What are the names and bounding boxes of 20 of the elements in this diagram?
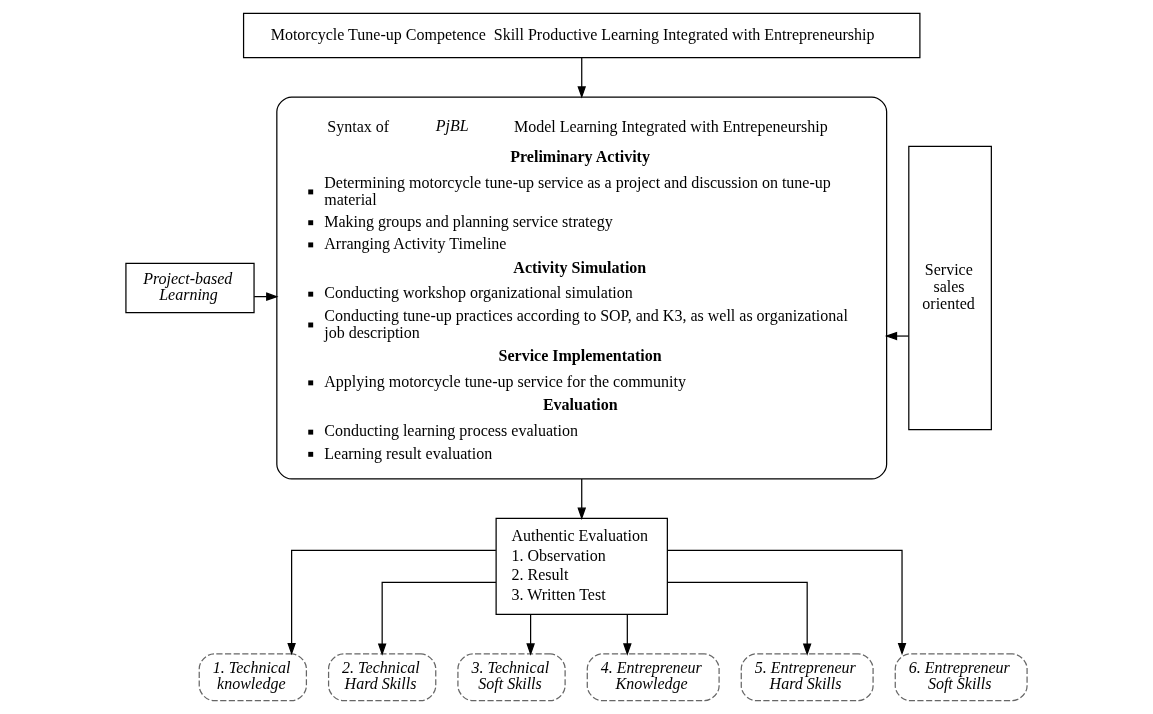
arrow <box>667 581 812 656</box>
arrow <box>287 549 497 656</box>
arrow <box>623 614 632 656</box>
node-box: 1. Technical knowledge <box>198 653 307 702</box>
arrow <box>577 57 587 99</box>
arrow <box>377 581 497 656</box>
arrow <box>884 331 910 341</box>
node-box: Syntax of PjBL Model Learning Integrated with Entrepeneurship Preliminary Activity Determining motorcycle tune-up service as a project and discussion on tune-up material Making groups and planning service strategy Arranging Activity Timeline Activity Simulation Conducting workshop organizational simulation Conducting tune-up practices according to SOP, and K3, as well as organizational job description Service Implementation Applying motorcycle tune-up service for the community Evaluation Conducting learning process evaluation Learning result evaluation <box>276 96 888 480</box>
node-box: 5. Entrepreneur Hard Skills <box>740 653 874 702</box>
node-box: 2. Technical Hard Skills <box>327 653 437 702</box>
node-box: Service sales oriented <box>908 145 992 431</box>
node-box: 6. Entrepreneur Soft Skills <box>894 653 1028 702</box>
arrow <box>526 614 535 656</box>
arrow <box>577 478 587 520</box>
arrow <box>666 549 907 656</box>
node-box: 3. Technical Soft Skills <box>457 653 566 702</box>
node-box: Motorcycle Tune-up Competence Skill Productive Learning Integrated with Entrepreneurship <box>242 12 921 59</box>
node-box: Project-based Learning <box>125 262 255 314</box>
node-box: 4. Entrepreneur Knowledge <box>586 653 720 702</box>
node-box: Authentic Evaluation 1. Observation 2. Result 3. Written Test <box>495 517 668 616</box>
